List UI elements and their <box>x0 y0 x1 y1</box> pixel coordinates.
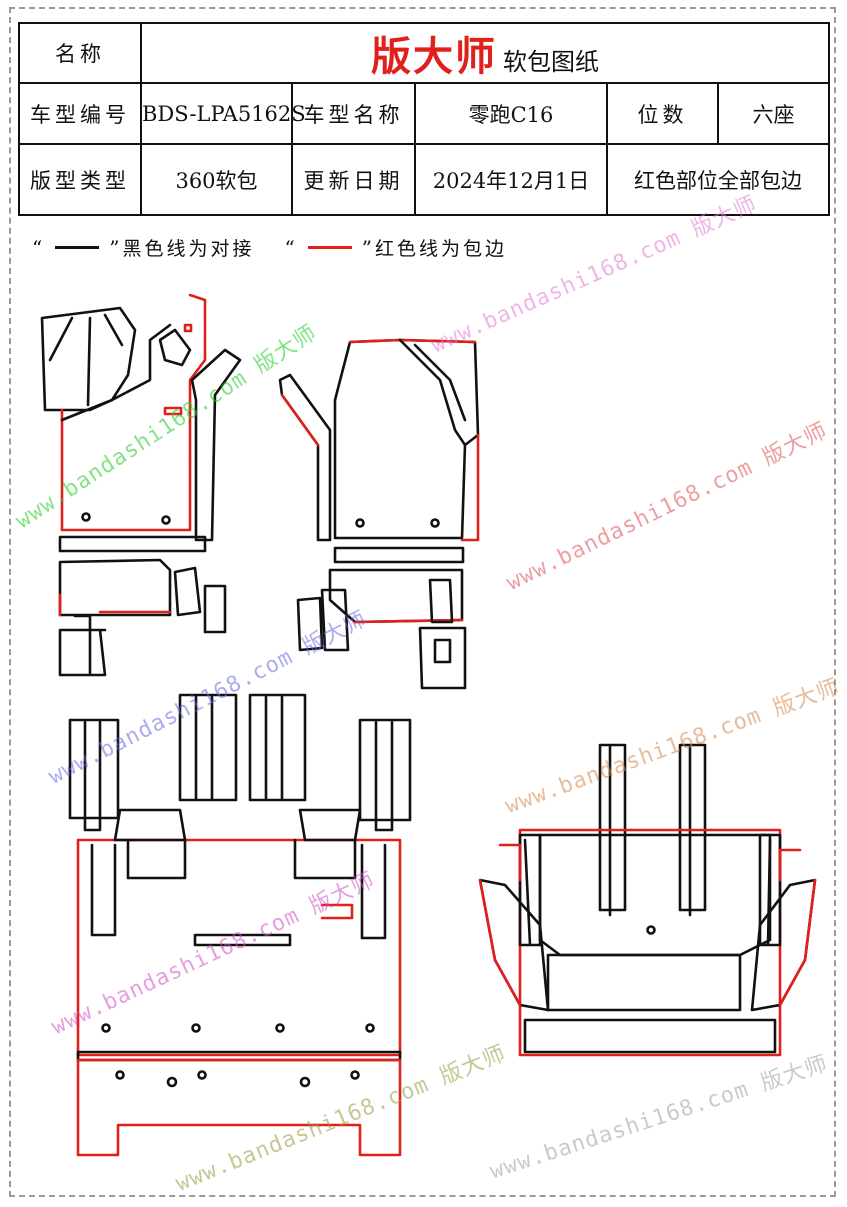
type-label: 版型类型 <box>18 143 142 216</box>
type-value: 360软包 <box>140 143 293 216</box>
page-border <box>9 7 836 1197</box>
date-label: 更新日期 <box>291 143 416 216</box>
legend-quote-close: ” <box>361 235 375 260</box>
pattern-piece-trunk-side-right <box>750 848 817 1012</box>
pattern-piece-left-pillar-strip <box>158 328 242 542</box>
seats-value: 六座 <box>717 82 830 145</box>
model-name-label: 车型名称 <box>291 82 416 145</box>
legend-quote-close: ” <box>109 235 123 260</box>
table-row: 版型类型 360软包 更新日期 2024年12月1日 红色部位全部包边 <box>18 143 830 216</box>
model-name-value: 零跑C16 <box>414 82 608 145</box>
pattern-piece-rear-floor <box>76 1050 402 1157</box>
pattern-piece-right-door-panel <box>278 338 480 542</box>
title-cell: 版大师软包图纸 <box>140 22 830 84</box>
legend: “ ” 黑色线为对接 “ ” 红色线为包边 <box>32 234 507 261</box>
legend-quote-open: “ <box>284 235 298 260</box>
legend-quote-open: “ <box>32 235 46 260</box>
model-code-label: 车型编号 <box>18 82 142 145</box>
legend-red-text: 红色线为包边 <box>374 238 507 260</box>
pattern-piece-seat-rails <box>68 693 412 832</box>
legend-red-line <box>307 246 352 249</box>
pattern-piece-left-door-panel <box>40 293 207 532</box>
date-value: 2024年12月1日 <box>414 143 608 216</box>
table-row: 名称 版大师软包图纸 <box>18 22 830 84</box>
pattern-piece-trunk-floor <box>518 828 782 1057</box>
spec-table: 名称 版大师软包图纸 车型编号 BDS-LPA5162S 车型名称 零跑C16 … <box>18 22 830 216</box>
pattern-piece-second-row-floor <box>76 808 402 1057</box>
table-row: 车型编号 BDS-LPA5162S 车型名称 零跑C16 位数 六座 <box>18 82 830 145</box>
pattern-piece-left-sill <box>58 535 227 677</box>
legend-black-line <box>55 246 100 249</box>
legend-black-text: 黑色线为对接 <box>122 238 255 260</box>
note-value: 红色部位全部包边 <box>606 143 830 216</box>
pattern-piece-right-sill <box>296 546 467 690</box>
name-label: 名称 <box>18 22 142 84</box>
brand-subtitle: 软包图纸 <box>503 48 599 76</box>
pattern-piece-trunk-side-left <box>478 843 550 1012</box>
brand-title: 版大师 <box>371 33 497 80</box>
seats-label: 位数 <box>606 82 719 145</box>
model-code-value: BDS-LPA5162S <box>140 82 306 145</box>
